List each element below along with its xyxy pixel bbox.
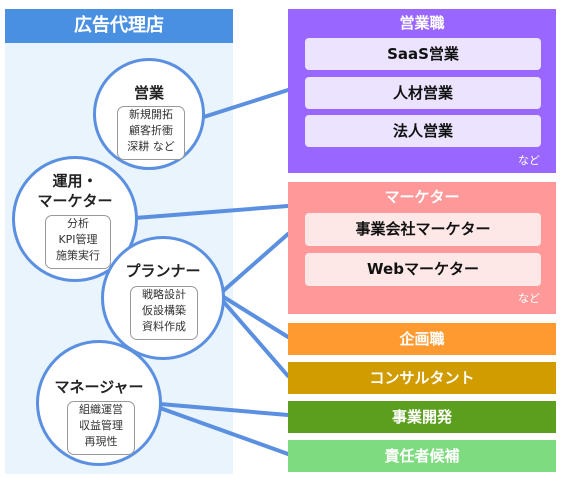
group-sales-etc: など (518, 154, 540, 167)
skill-item: 再現性 (84, 435, 118, 448)
skill-item: 組織運営 (79, 403, 123, 416)
role-manager-title: マネージャー (54, 378, 144, 396)
group-marketer: マーケター 事業会社マーケター Webマーケター など (288, 182, 556, 314)
skill-item: 分析 (67, 217, 89, 230)
skill-item: 施策実行 (56, 249, 100, 262)
skill-item: 資料作成 (142, 320, 186, 333)
skill-item: 戦略設計 (142, 288, 186, 301)
skill-item: 収益管理 (79, 419, 123, 432)
role-manager-circle: マネージャー 組織運営 収益管理 再現性 (36, 340, 162, 466)
group-marketer-item: Webマーケター (305, 253, 541, 286)
connector-planner-marketer (220, 232, 290, 294)
skill-item: 顧客折衝 (129, 124, 173, 137)
group-sales-item: 法人営業 (305, 115, 541, 147)
job-consultant: コンサルタント (288, 362, 556, 394)
skill-item: 仮設構築 (142, 304, 186, 317)
job-planning: 企画職 (288, 323, 556, 355)
connector-manager-leader (158, 406, 290, 456)
group-sales-item: SaaS営業 (305, 38, 541, 70)
group-sales-item: 人材営業 (305, 77, 541, 109)
group-sales-title: 営業職 (399, 14, 445, 32)
group-sales: 営業職 SaaS営業 人材営業 法人営業 など (288, 9, 556, 173)
role-operations-skills: 分析 KPI管理 施策実行 (45, 215, 111, 269)
connector-marketer (133, 204, 290, 220)
job-business-development: 事業開発 (288, 401, 556, 433)
agency-title: 広告代理店 (5, 9, 233, 43)
skill-item: KPI管理 (58, 233, 98, 246)
connector-manager-bizdev (158, 402, 290, 417)
group-marketer-item: 事業会社マーケター (305, 213, 541, 246)
connector-planner-planning (220, 294, 290, 339)
skill-item: 深耕 など (127, 140, 175, 153)
role-planner-circle: プランナー 戦略設計 仮設構築 資料作成 (101, 236, 225, 360)
job-leader-candidate: 責任者候補 (288, 440, 556, 472)
role-operations-title-1: 運用・ (52, 172, 98, 190)
role-sales-title: 営業 (133, 84, 164, 102)
group-marketer-etc: など (518, 292, 540, 305)
group-marketer-title: マーケター (384, 188, 460, 206)
role-planner-title: プランナー (125, 262, 201, 280)
role-planner-skills: 戦略設計 仮設構築 資料作成 (130, 286, 198, 340)
role-sales-skills: 新規開拓 顧客折衝 深耕 など (117, 106, 185, 160)
role-sales-circle: 営業 新規開拓 顧客折衝 深耕 など (93, 58, 205, 170)
role-operations-title-2: マーケター (37, 192, 113, 210)
skill-item: 新規開拓 (129, 108, 173, 121)
connector-planner-consultant (220, 298, 290, 378)
role-manager-skills: 組織運営 収益管理 再現性 (67, 401, 135, 455)
